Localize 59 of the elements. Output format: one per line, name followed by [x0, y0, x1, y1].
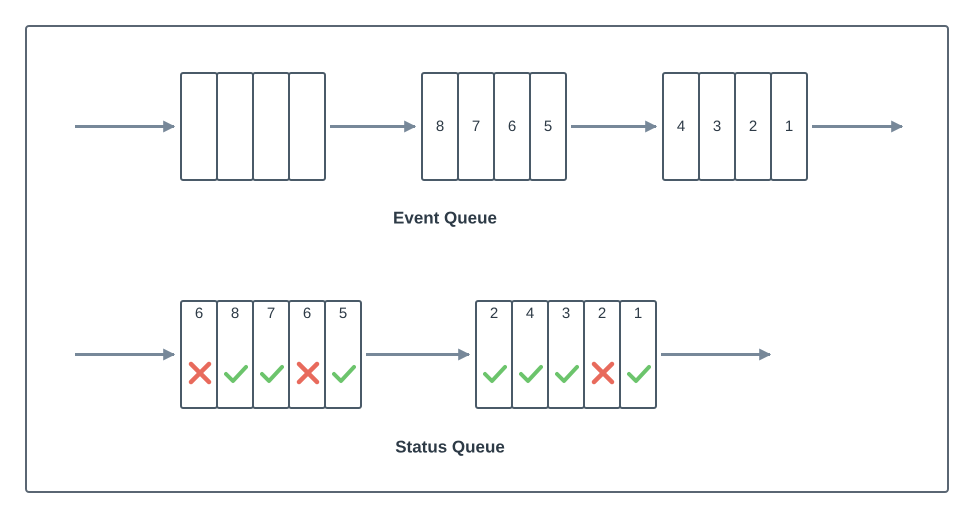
cell-number: 3	[562, 304, 570, 324]
queue-cell	[421, 72, 459, 181]
arrow	[75, 348, 176, 360]
queue-cell	[583, 300, 621, 409]
cell-number: 1	[634, 304, 642, 324]
queue-title: Event Queue	[393, 207, 497, 230]
queue-cell	[216, 72, 254, 181]
queue-cell	[180, 72, 218, 181]
cell-number: 7	[472, 116, 480, 136]
arrow	[75, 120, 176, 132]
cell-number: 3	[712, 116, 722, 136]
arrow	[571, 120, 658, 132]
check-icon	[483, 364, 507, 384]
queue-cell	[288, 300, 326, 409]
queue-cell	[216, 300, 254, 409]
queue-cell	[493, 72, 531, 181]
check-icon	[555, 364, 579, 384]
cell-number: 2	[598, 304, 606, 324]
cell-number: 8	[230, 304, 240, 324]
cell-number: 8	[436, 116, 444, 136]
queue-cell	[252, 300, 290, 409]
queue-cell	[180, 300, 218, 409]
cell-number: 5	[544, 116, 552, 136]
cell-number: 7	[266, 304, 276, 324]
cell-number: 6	[302, 304, 312, 324]
arrow	[661, 348, 772, 360]
queue-cell	[475, 300, 513, 409]
cell-number: 2	[490, 304, 498, 324]
arrow	[812, 120, 904, 132]
queue-cell	[252, 72, 290, 181]
check-icon	[260, 364, 284, 384]
cross-icon	[188, 361, 212, 385]
queue-cell	[770, 72, 808, 181]
cell-number: 4	[676, 116, 686, 136]
arrow	[366, 348, 470, 360]
check-icon	[224, 364, 248, 384]
check-icon	[332, 364, 356, 384]
cell-number: 2	[748, 116, 758, 136]
queue-cell	[547, 300, 585, 409]
cross-icon	[591, 361, 615, 385]
queue-cell	[619, 300, 657, 409]
queue-cell	[529, 72, 567, 181]
cross-icon	[296, 361, 320, 385]
cell-number: 1	[784, 116, 794, 136]
cell-number: 4	[526, 304, 534, 324]
arrow	[330, 120, 416, 132]
check-icon	[519, 364, 543, 384]
queue-cell	[288, 72, 326, 181]
queue-cell	[662, 72, 700, 181]
queue-cell	[698, 72, 736, 181]
queue-cell	[734, 72, 772, 181]
cell-number: 5	[338, 304, 348, 324]
queue-cell	[457, 72, 495, 181]
queue-title: Status Queue	[395, 436, 505, 458]
cell-number: 6	[194, 304, 204, 324]
cell-number: 6	[508, 116, 516, 136]
check-icon	[627, 364, 651, 384]
queue-cell	[324, 300, 362, 409]
queue-cell	[511, 300, 549, 409]
